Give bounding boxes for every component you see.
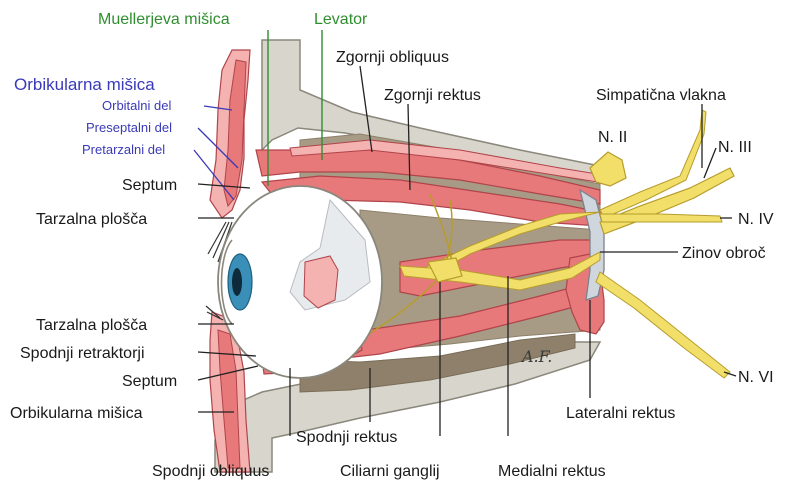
label-tarzalna-plosca-bottom: Tarzalna plošča	[36, 317, 147, 334]
optic-nerve	[590, 152, 626, 186]
label-n-ii: N. II	[598, 129, 627, 146]
label-spodnji-rektus: Spodnji rektus	[296, 429, 397, 446]
ciliary-body	[304, 256, 338, 308]
label-pretarzalni-del: Pretarzalni del	[82, 142, 165, 157]
pupil	[232, 268, 242, 296]
label-muellerjeva-misica: Muellerjeva mišica	[98, 11, 230, 28]
label-n-iv: N. IV	[738, 211, 774, 228]
label-zgornji-rektus: Zgornji rektus	[384, 87, 481, 104]
artist-signature: A.F.	[520, 347, 552, 366]
leader-n-iii	[704, 148, 716, 178]
label-n-iii: N. III	[718, 139, 752, 156]
label-n-vi: N. VI	[738, 369, 774, 386]
label-zgornji-obliquus: Zgornji obliquus	[336, 49, 449, 66]
label-preseptalni-del: Preseptalni del	[86, 120, 172, 135]
label-septum-bottom: Septum	[122, 373, 177, 390]
label-orbikularna-misica-bottom: Orbikularna mišica	[10, 405, 143, 422]
label-lateralni-rektus: Lateralni rektus	[566, 405, 675, 422]
label-medialni-rektus: Medialni rektus	[498, 463, 606, 480]
label-spodnji-obliquus: Spodnji obliquus	[152, 463, 269, 480]
trochlear-nerve	[600, 214, 722, 222]
label-orbikularna-misica-top: Orbikularna mišica	[14, 75, 155, 94]
label-tarzalna-plosca-top: Tarzalna plošča	[36, 211, 147, 228]
label-septum-top: Septum	[122, 177, 177, 194]
label-levator: Levator	[314, 11, 368, 28]
label-ciliarni-ganglij: Ciliarni ganglij	[340, 463, 440, 480]
abducens-nerve	[596, 272, 730, 378]
label-zinov-obroc: Zinov obroč	[682, 245, 766, 262]
label-simpaticna-vlakna: Simpatična vlakna	[596, 87, 726, 104]
eyeball	[218, 186, 382, 378]
label-spodnji-retraktorji: Spodnji retraktorji	[20, 345, 145, 362]
label-orbitalni-del: Orbitalni del	[102, 98, 171, 113]
